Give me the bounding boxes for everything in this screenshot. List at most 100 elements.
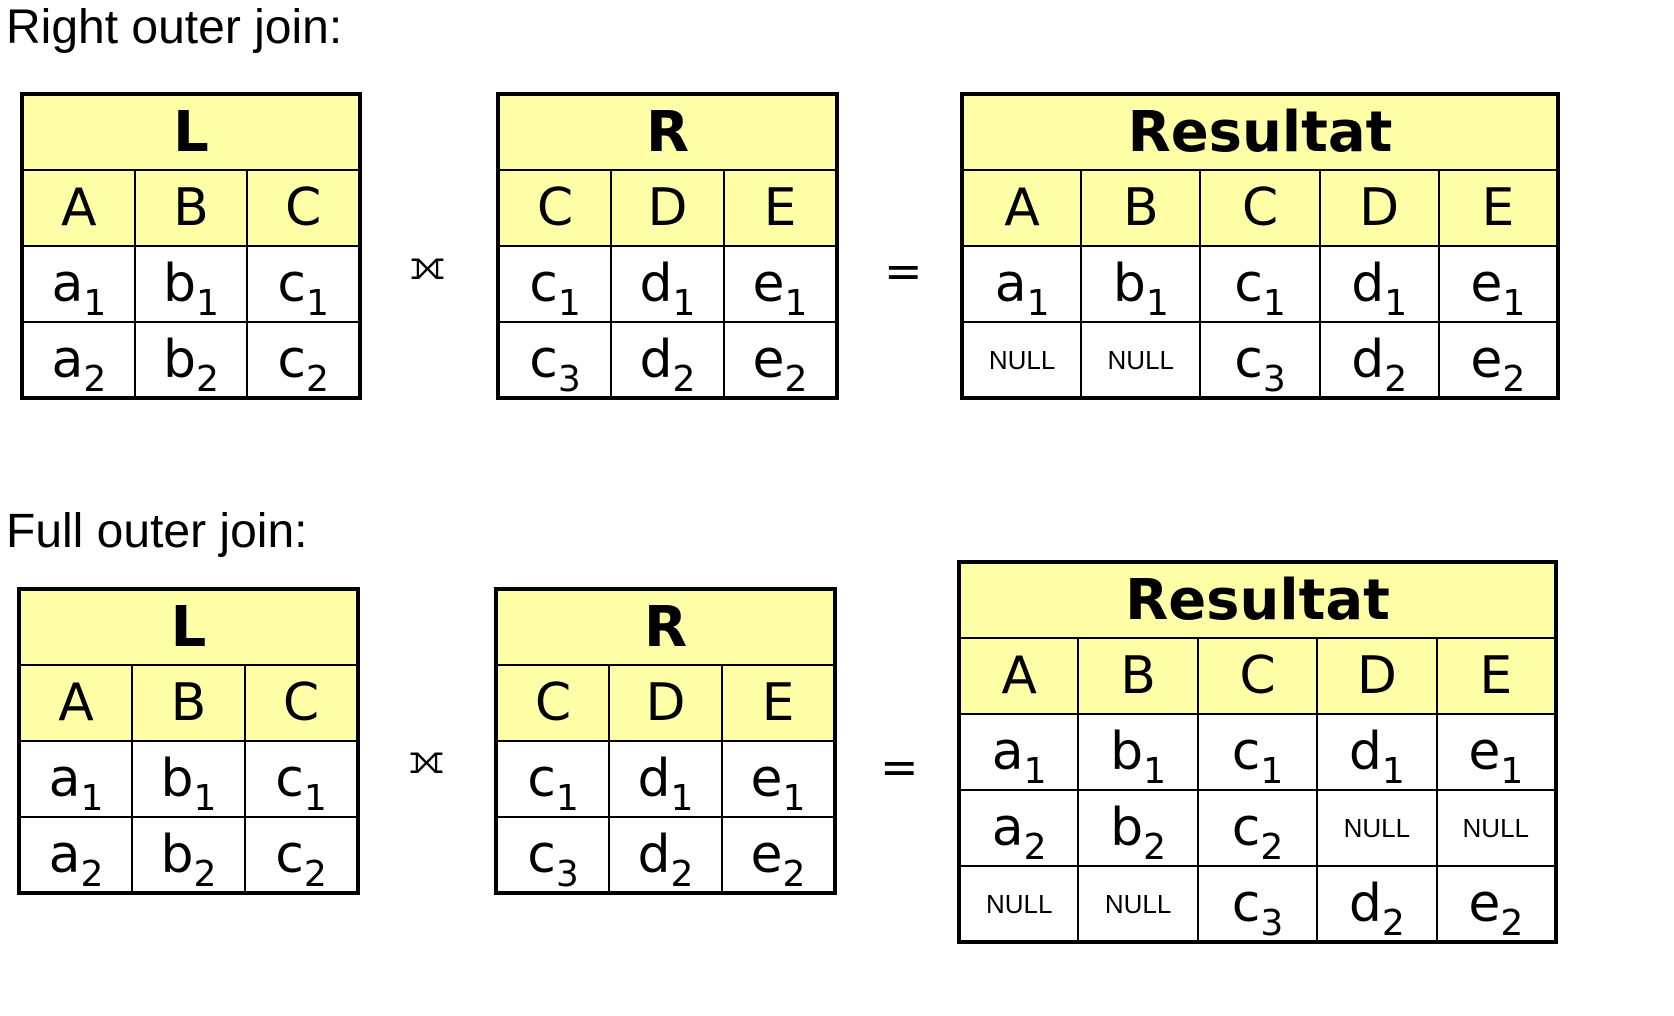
- cell-value: a: [51, 329, 84, 390]
- cell-value: d: [1351, 254, 1385, 314]
- table-cell: a1: [957, 713, 1080, 791]
- table-cell: a1: [960, 245, 1083, 324]
- join-symbol: ⟗: [410, 243, 445, 289]
- table-cell: d1: [608, 740, 723, 818]
- join-symbol: ⟗: [409, 737, 444, 783]
- table-header-row: R: [495, 588, 836, 666]
- table-cell: d1: [1318, 245, 1440, 323]
- column-header: E: [1437, 169, 1560, 247]
- column-header: D: [1316, 637, 1438, 715]
- table-cell: c1: [244, 740, 359, 818]
- cell-value: d: [637, 824, 671, 885]
- cell-value: e: [1470, 329, 1503, 390]
- cell-value: d: [1351, 329, 1385, 390]
- column-header: E: [723, 169, 838, 247]
- table-name: L: [18, 588, 359, 666]
- table-cell: e1: [1435, 713, 1558, 792]
- equals-symbol: =: [884, 244, 923, 298]
- section-title-right-outer-join: Right outer join:: [6, 1, 343, 54]
- table-cell: d2: [608, 816, 723, 894]
- cell-subscript: 1: [196, 283, 219, 324]
- cell-subscript: 1: [672, 283, 696, 324]
- table-name: L: [21, 93, 361, 171]
- cell-value: b: [160, 749, 194, 809]
- cell-subscript: 2: [193, 853, 217, 895]
- table-cell: c1: [1199, 245, 1321, 323]
- table-cell: c2: [246, 321, 361, 399]
- column-header: B: [131, 664, 246, 742]
- cell-subscript: 1: [193, 778, 217, 819]
- cell-value: a: [51, 254, 84, 314]
- table-cell: NULL: [1435, 789, 1558, 867]
- column-header: A: [18, 664, 133, 742]
- cell-value: b: [1110, 798, 1144, 858]
- table-cell: NULL: [957, 865, 1080, 943]
- table-cell: e1: [1437, 245, 1560, 323]
- cell-value: b: [160, 824, 194, 885]
- cell-subscript: 1: [1500, 751, 1524, 792]
- null-value: NULL: [1104, 888, 1172, 919]
- table-cell: b2: [133, 321, 249, 399]
- table-cell: a2: [18, 816, 133, 894]
- table-cell: e2: [1435, 865, 1558, 943]
- cell-subscript: 1: [1143, 751, 1167, 792]
- table-cell: c3: [1196, 865, 1319, 943]
- cell-value: c: [1234, 254, 1263, 314]
- table-cell: a2: [21, 321, 136, 400]
- cell-subscript: 2: [672, 358, 696, 400]
- cell-value: a: [991, 798, 1024, 858]
- cell-subscript: 2: [303, 853, 327, 895]
- cell-subscript: 3: [555, 853, 579, 895]
- cell-value: c: [277, 254, 306, 314]
- cell-value: c: [1231, 798, 1261, 858]
- cell-value: b: [163, 329, 197, 390]
- table-cell: c1: [495, 740, 610, 818]
- column-header: C: [246, 169, 361, 247]
- table-cell: b2: [131, 816, 246, 895]
- cell-value: e: [1468, 722, 1501, 782]
- cell-subscript: 3: [557, 358, 581, 400]
- cell-subscript: 2: [1502, 358, 1526, 400]
- cell-value: a: [48, 749, 81, 809]
- cell-value: c: [1234, 329, 1263, 390]
- table-cell: e2: [1437, 321, 1560, 400]
- cell-value: e: [752, 254, 785, 314]
- table-cell: NULL: [1316, 789, 1438, 867]
- column-header: B: [1077, 637, 1199, 715]
- table-name: R: [497, 93, 838, 171]
- column-header: A: [21, 169, 136, 247]
- cell-subscript: 2: [1381, 902, 1405, 944]
- cell-value: d: [639, 254, 673, 314]
- cell-value: d: [1348, 873, 1382, 934]
- table-header-row: R: [497, 93, 838, 171]
- cell-subscript: 2: [1143, 827, 1167, 868]
- cell-value: c: [1231, 873, 1261, 934]
- cell-value: e: [750, 824, 783, 885]
- table-cell: c3: [1199, 321, 1321, 399]
- cell-value: e: [1468, 873, 1501, 934]
- table-cell: e2: [723, 321, 838, 399]
- cell-subscript: 1: [1026, 283, 1050, 324]
- cell-value: a: [991, 722, 1024, 782]
- cell-subscript: 2: [83, 358, 107, 400]
- cell-value: a: [48, 824, 81, 885]
- cell-value: c: [277, 329, 306, 390]
- table-header-row: L: [18, 588, 359, 666]
- cell-value: b: [1112, 254, 1146, 314]
- table-cell: c1: [246, 245, 361, 323]
- section-title-full-outer-join: Full outer join:: [6, 505, 308, 558]
- cell-subscript: 1: [1381, 751, 1405, 792]
- cell-value: d: [639, 329, 673, 390]
- table-cell: c3: [495, 816, 610, 895]
